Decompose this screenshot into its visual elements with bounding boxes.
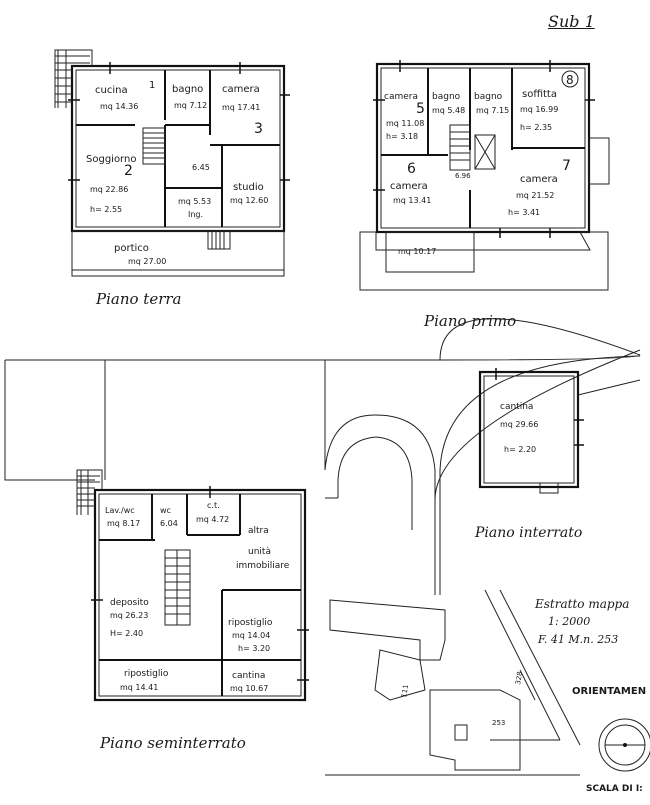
soggiorno-number: 2 [124, 163, 133, 179]
ct-area: mq 4.72 [196, 515, 229, 524]
wc-area: 6.04 [160, 519, 178, 528]
ripostiglio1-height: h= 3.20 [238, 644, 270, 653]
camera-label: camera [222, 84, 260, 95]
soggiorno-area: mq 22.86 [90, 185, 128, 194]
soffitta-label: soffitta [522, 89, 557, 100]
site-outline [4, 318, 641, 595]
studio-label: studio [233, 182, 264, 193]
bagno2-area: mq 7.15 [476, 106, 509, 115]
bagno1-area: mq 5.48 [432, 106, 465, 115]
map-title: Estratto mappa [535, 597, 630, 611]
camera1-number: 5 [416, 101, 425, 117]
soggiorno-height: h= 2.55 [90, 205, 122, 214]
ing-area: mq 5.53 [178, 197, 211, 206]
soffitta-height: h= 2.35 [520, 123, 552, 132]
lav-area: mq 8.17 [107, 519, 140, 528]
piano-primo-plan: camera 5 mq 11.08 h= 3.18 bagno mq 5.48 … [359, 60, 610, 291]
cantina-int-height: h= 2.20 [504, 445, 536, 454]
soggiorno-label: Soggiorno [86, 154, 136, 165]
cucina-area: mq 14.36 [100, 102, 138, 111]
camera2-area: mq 13.41 [393, 196, 431, 205]
camera3-height: h= 3.41 [508, 208, 540, 217]
piano-terra-title: Piano terra [96, 290, 182, 308]
studio-area: mq 12.60 [230, 196, 268, 205]
sub-label: Sub 1 [548, 12, 595, 31]
ripostiglio2-area: mq 14.41 [120, 683, 158, 692]
cantina-int-area: mq 29.66 [500, 420, 538, 429]
deposito-height: H= 2.40 [110, 629, 143, 638]
map-reference: F. 41 M.n. 253 [538, 633, 619, 646]
camera2-number: 6 [407, 161, 416, 177]
piano-interrato-title: Piano interrato [475, 525, 583, 541]
ct-label: c.t. [207, 501, 220, 510]
parcel-328: 328 [514, 671, 524, 686]
terrazzo-area: mq 10.17 [398, 247, 436, 256]
portico-area: mq 27.00 [128, 257, 166, 266]
camera2-label: camera [390, 181, 428, 192]
camera1-area: mq 11.08 [386, 119, 424, 128]
deposito-area: mq 26.23 [110, 611, 148, 620]
scale-label: SCALA DI I: [586, 784, 643, 794]
altra-line1: altra [248, 526, 269, 536]
cucina-label: cucina [95, 85, 128, 96]
cucina-number: 1 [149, 80, 155, 91]
deposito-label: deposito [110, 598, 149, 608]
internal-stair-terra [142, 127, 166, 165]
soffitta-area: mq 16.99 [520, 105, 558, 114]
internal-stair-primo [449, 124, 471, 171]
orientation-label: ORIENTAMEN [572, 686, 647, 697]
cantina-int-label: cantina [500, 402, 533, 412]
bagno-label: bagno [172, 84, 203, 95]
ripostiglio2-label: ripostiglio [124, 669, 169, 679]
camera3-number: 7 [562, 158, 571, 174]
altra-line3: immobiliare [236, 561, 290, 571]
camera1-height: h= 3.18 [386, 132, 418, 141]
portico-label: portico [114, 243, 149, 254]
camera-area: mq 17.41 [222, 103, 260, 112]
piano-interrato-plan: cantina mq 29.66 h= 2.20 [478, 368, 641, 494]
void-cross-primo [474, 134, 496, 170]
parcel-253: 253 [492, 719, 505, 727]
cantina-semi-area: mq 10.67 [230, 684, 268, 693]
ripostiglio1-label: ripostiglio [228, 618, 273, 628]
piano-terra-plan: cucina 1 mq 14.36 bagno mq 7.12 camera m… [54, 49, 290, 277]
camera-number: 3 [254, 121, 263, 137]
soffitta-number-circle [561, 70, 579, 88]
ripostiglio1-area: mq 14.04 [232, 631, 270, 640]
camera1-label: camera [384, 92, 418, 102]
compass-icon [598, 718, 650, 772]
piano-seminterrato-plan: Lav./wc mq 8.17 wc 6.04 c.t. mq 4.72 alt… [76, 469, 309, 702]
hall-area-primo: 6.96 [455, 172, 471, 180]
parcel-111: 111 [400, 684, 410, 699]
bagno1-label: bagno [432, 92, 461, 102]
piano-seminterrato-title: Piano seminterrato [100, 734, 246, 752]
hall-area-terra: 6.45 [192, 163, 210, 172]
wc-label: wc [160, 506, 171, 515]
external-stair-terra [54, 49, 93, 108]
bagno-area: mq 7.12 [174, 101, 207, 110]
camera3-label: camera [520, 174, 558, 185]
ing-label: Ing. [188, 210, 203, 219]
cantina-semi-label: cantina [232, 671, 265, 681]
map-scale: 1: 2000 [548, 615, 591, 628]
internal-stair-seminterrato [164, 549, 191, 626]
entry-stair-terra [207, 230, 231, 250]
altra-line2: unità [248, 547, 271, 557]
soffitta-number: 8 [566, 73, 574, 87]
piano-primo-title: Piano primo [424, 312, 517, 330]
lav-label: Lav./wc [105, 506, 135, 515]
external-stair-seminterrato [76, 469, 103, 515]
bagno2-label: bagno [474, 92, 503, 102]
camera3-area: mq 21.52 [516, 191, 554, 200]
cadastral-map-excerpt: 111 253 328 [325, 589, 650, 776]
